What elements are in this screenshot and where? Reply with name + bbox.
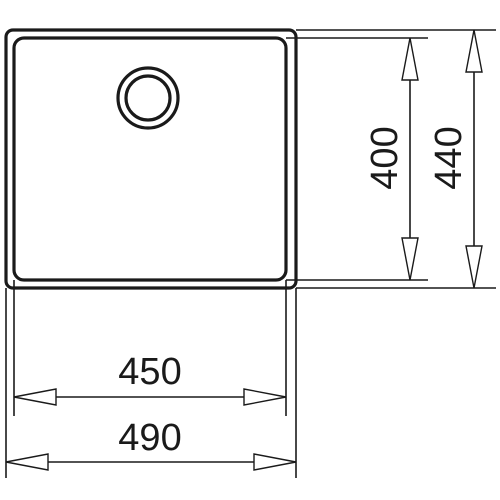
outer-height-label: 440 xyxy=(428,126,470,189)
dimension-outer-width: 490 xyxy=(5,417,297,471)
sink-inner-basin xyxy=(12,36,288,282)
arrowhead-left xyxy=(13,388,57,406)
arrowhead-top xyxy=(465,29,483,73)
arrowhead-left xyxy=(5,453,49,471)
drain-inner-ring xyxy=(124,74,172,122)
drain-outer-ring xyxy=(116,66,180,130)
dimension-inner-width: 450 xyxy=(13,351,287,406)
outer-width-label: 490 xyxy=(118,417,181,459)
arrowhead-right xyxy=(253,453,297,471)
arrowhead-bottom xyxy=(401,237,419,281)
dimension-inner-height: 400 xyxy=(364,37,419,281)
inner-height-label: 400 xyxy=(364,126,406,189)
inner-width-label: 450 xyxy=(118,351,181,393)
sink-outer-rim xyxy=(4,28,298,290)
dimension-outer-height: 440 xyxy=(428,29,483,289)
arrowhead-bottom xyxy=(465,245,483,289)
arrowhead-top xyxy=(401,37,419,81)
arrowhead-right xyxy=(243,388,287,406)
